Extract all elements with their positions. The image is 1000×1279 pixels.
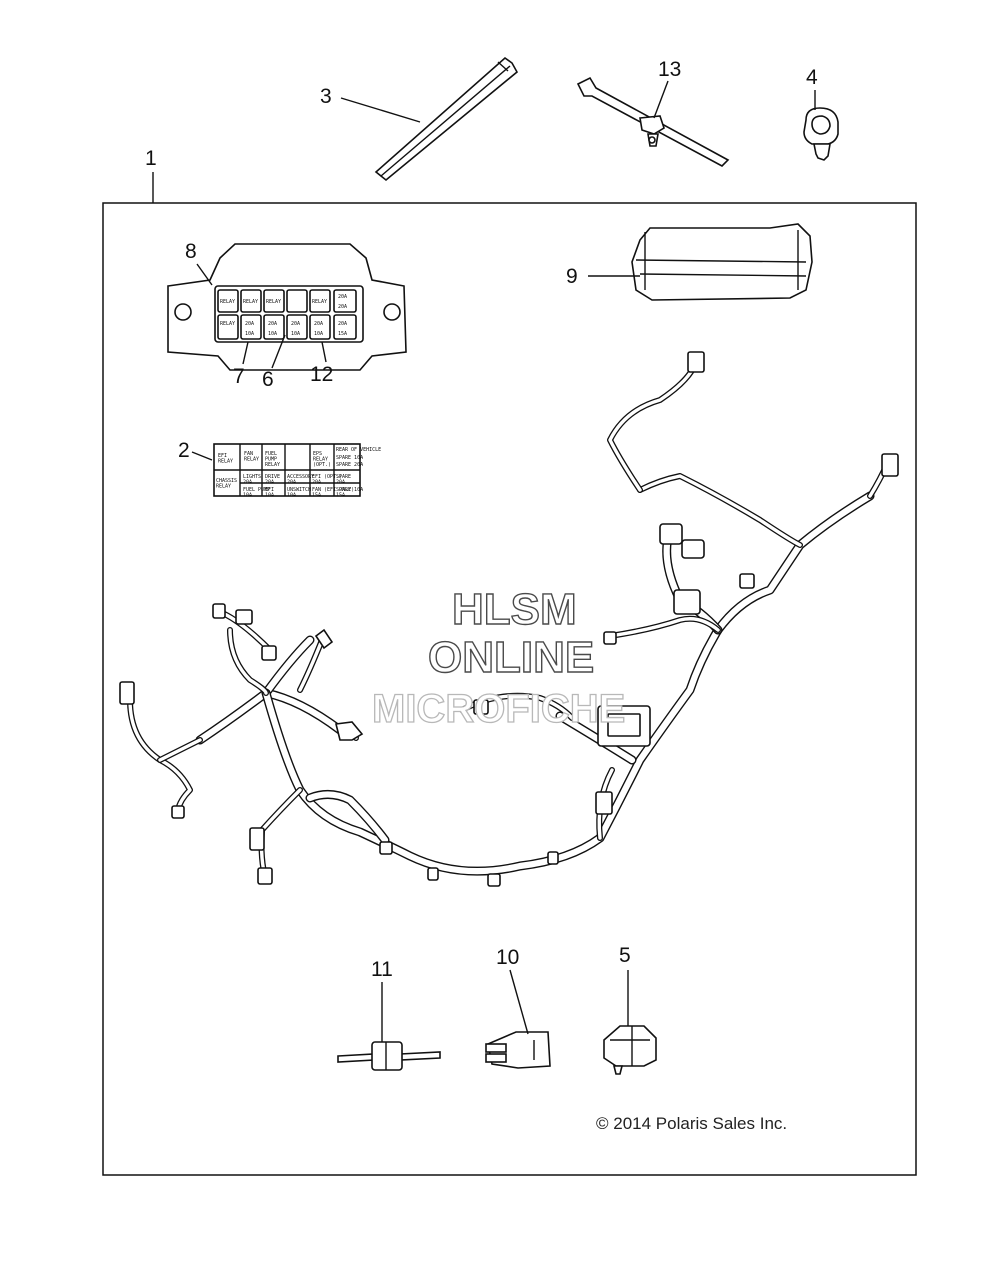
callout-8[interactable]: 8 [185, 240, 213, 286]
svg-text:20A: 20A [245, 321, 254, 327]
svg-text:20A: 20A [338, 304, 347, 310]
svg-text:RELAY: RELAY [220, 299, 235, 305]
svg-text:20A: 20A [338, 294, 347, 300]
part-11-inline-fuse[interactable] [337, 1041, 441, 1071]
svg-text:20A: 20A [338, 321, 347, 327]
part-1-wiring-harness[interactable] [119, 351, 899, 887]
svg-text:1: 1 [145, 147, 157, 170]
callout-10[interactable]: 10 [496, 946, 529, 1035]
fuse-box-slots [217, 289, 357, 340]
callout-9[interactable]: 9 [566, 265, 640, 288]
part-13-push-mount-tie[interactable] [576, 76, 730, 167]
fuse-box-labels: RELAY RELAY RELAY RELAY 20A 20A RELAY 20… [220, 294, 347, 337]
callout-6[interactable]: 6 [262, 334, 286, 391]
svg-text:10A: 10A [245, 331, 254, 337]
svg-text:11: 11 [371, 958, 393, 981]
callout-2[interactable]: 2 [178, 439, 213, 462]
svg-text:HLSM: HLSM [452, 585, 577, 634]
svg-text:13: 13 [658, 58, 681, 81]
svg-text:ONLINE: ONLINE [428, 633, 594, 682]
svg-text:REAR OF VEHICLE: REAR OF VEHICLE [336, 447, 381, 453]
svg-text:4: 4 [806, 66, 818, 89]
svg-text:5: 5 [619, 944, 631, 967]
callout-4[interactable]: 4 [806, 66, 818, 110]
svg-text:RELAY: RELAY [220, 321, 235, 327]
callout-13[interactable]: 13 [653, 58, 681, 119]
kit-border-box [102, 202, 917, 1176]
svg-text:RELAY: RELAY [312, 299, 327, 305]
svg-text:MICROFICHE: MICROFICHE [372, 687, 625, 731]
svg-text:SPARE 20A: SPARE 20A [336, 462, 363, 468]
svg-text:15A: 15A [338, 331, 347, 337]
callout-1[interactable]: 1 [145, 147, 157, 203]
svg-text:20A: 20A [314, 321, 323, 327]
watermark: HLSM ONLINE MICROFICHE [371, 584, 626, 731]
svg-text:10A: 10A [314, 331, 323, 337]
harness-trunks [195, 491, 875, 876]
svg-text:FAN (EFI ONLY)15A: FAN (EFI ONLY)15A [312, 487, 354, 499]
copyright-text: © 2014 Polaris Sales Inc. [596, 1114, 787, 1133]
svg-text:9: 9 [566, 265, 578, 288]
svg-text:RELAY: RELAY [266, 299, 281, 305]
svg-text:7: 7 [233, 365, 245, 388]
callout-3[interactable]: 3 [320, 85, 421, 123]
svg-text:RELAY: RELAY [243, 299, 258, 305]
part-5-connector[interactable] [603, 1025, 657, 1075]
part-8-fuse-relay-box[interactable]: RELAY RELAY RELAY RELAY 20A 20A RELAY 20… [167, 243, 407, 371]
svg-text:3: 3 [320, 85, 332, 108]
svg-text:10A: 10A [268, 331, 277, 337]
svg-text:20A: 20A [291, 321, 300, 327]
svg-text:EFI (OPT.)20A: EFI (OPT.)20A [312, 474, 342, 486]
svg-text:20A: 20A [268, 321, 277, 327]
callout-11[interactable]: 11 [371, 958, 393, 1042]
callout-7[interactable]: 7 [233, 341, 249, 388]
svg-text:10A: 10A [291, 331, 300, 337]
harness-connectors [119, 351, 899, 887]
svg-text:10: 10 [496, 946, 519, 969]
callout-12[interactable]: 12 [310, 341, 333, 386]
svg-text:8: 8 [185, 240, 197, 263]
part-9-fuse-box-cover[interactable] [631, 223, 813, 301]
part-3-cable-tie[interactable] [374, 56, 519, 182]
callout-5[interactable]: 5 [619, 944, 631, 1026]
part-4-clip[interactable] [803, 107, 839, 161]
svg-text:SPARE 10A: SPARE 10A [336, 455, 363, 461]
svg-text:6: 6 [262, 368, 274, 391]
svg-text:2: 2 [178, 439, 190, 462]
svg-text:12: 12 [310, 363, 333, 386]
part-10-blade-fuse[interactable] [485, 1031, 551, 1069]
